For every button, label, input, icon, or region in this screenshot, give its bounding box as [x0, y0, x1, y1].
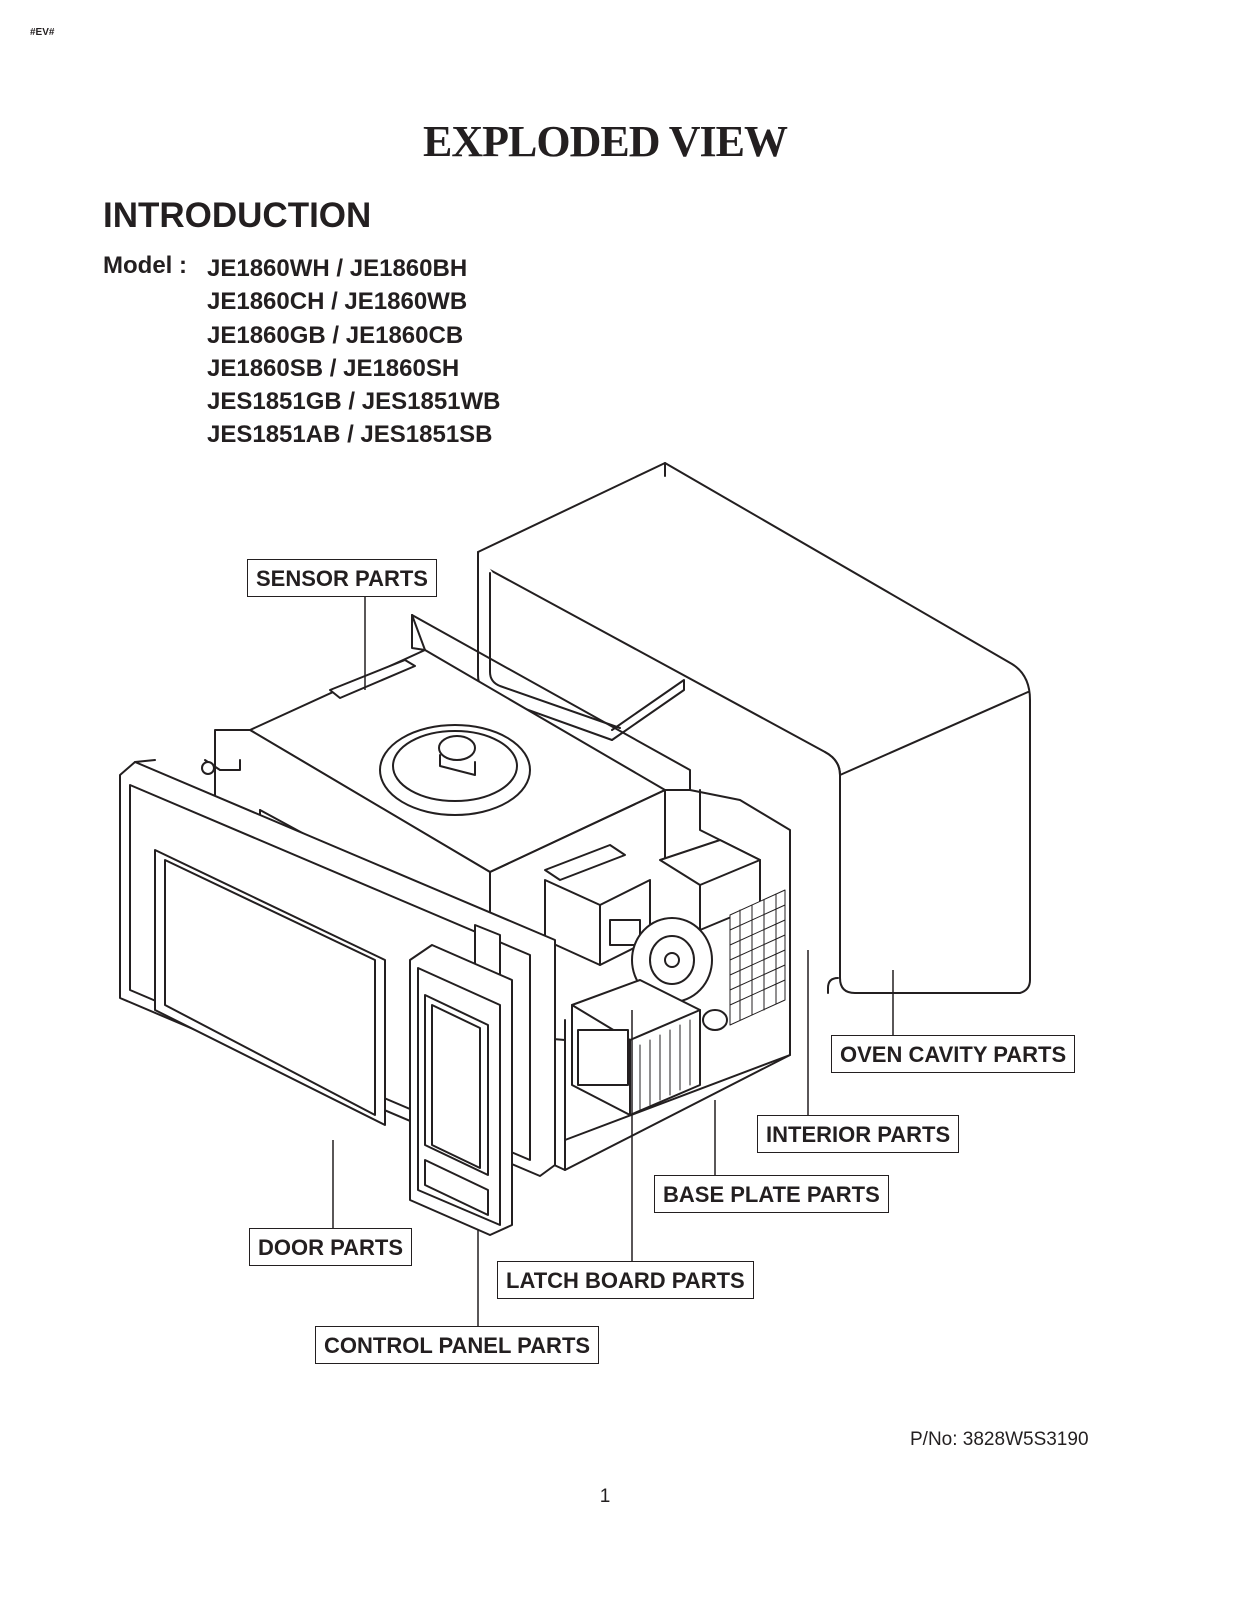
transformer — [564, 979, 791, 1141]
cavity-top — [249, 614, 691, 873]
oven-cavity-parts-label[interactable]: OVEN CAVITY PARTS — [831, 1035, 1076, 1073]
control-panel — [409, 944, 513, 1236]
vent-grid — [729, 889, 786, 1026]
part-number: P/No: 3828W5S3190 — [910, 1429, 1089, 1450]
section-heading: INTRODUCTION — [103, 196, 372, 235]
sensor-parts-label[interactable]: SENSOR PARTS — [247, 559, 437, 597]
outer-cabinet — [477, 462, 1031, 994]
model-line: JE1860SB / JE1860SH — [207, 354, 460, 382]
model-line: JE1860GB / JE1860CB — [207, 321, 464, 349]
model-line: JE1860CH / JE1860WB — [207, 288, 468, 316]
page-number: 1 — [599, 1486, 611, 1507]
door-parts-label[interactable]: DOOR PARTS — [249, 1228, 413, 1266]
interior-parts-label[interactable]: INTERIOR PARTS — [757, 1115, 960, 1153]
model-list: JE1860WH / JE1860BH JE1860CH / JE1860WB … — [207, 252, 501, 452]
leader-lines — [332, 595, 894, 1327]
model-line: JES1851GB / JES1851WB — [207, 388, 501, 416]
control-panel-parts-label[interactable]: CONTROL PANEL PARTS — [315, 1326, 600, 1364]
latch-board-parts-label[interactable]: LATCH BOARD PARTS — [497, 1261, 754, 1299]
base-plate-parts-label[interactable]: BASE PLATE PARTS — [654, 1175, 889, 1213]
model-line: JE1860WH / JE1860BH — [207, 255, 468, 282]
model-line: JES1851AB / JES1851SB — [207, 421, 493, 449]
page-title: EXPLODED VIEW — [423, 117, 788, 166]
document-code: #EV# — [30, 27, 55, 38]
model-label: Model : — [103, 252, 187, 279]
